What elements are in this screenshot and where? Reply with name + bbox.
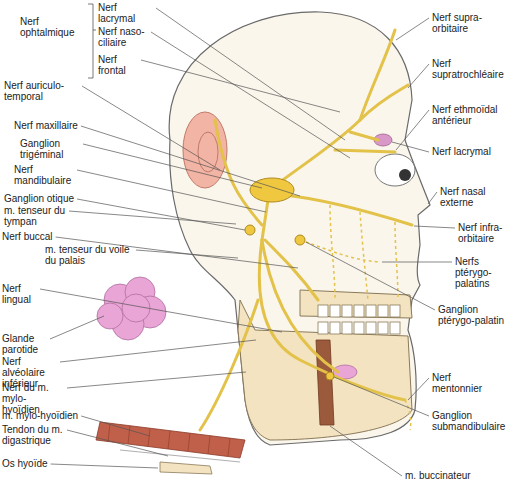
leader-line <box>67 430 168 456</box>
leader-line <box>408 378 429 400</box>
leader-line <box>414 226 455 228</box>
leader-line <box>306 242 435 310</box>
digastric-tendon-edge <box>120 450 240 462</box>
trigeminal-ganglion <box>250 178 294 202</box>
leader-line <box>51 464 158 468</box>
parotid-gland <box>97 277 166 340</box>
part-label: Nerf auriculo-temporal <box>4 80 79 102</box>
part-label: Nerf frontal <box>98 54 138 76</box>
part-label: Nerf buccal <box>2 231 53 242</box>
skull-outline <box>169 12 430 445</box>
hyoid-bone <box>160 462 212 474</box>
part-label: Ganglion submandibulaire <box>432 410 510 432</box>
part-label: Nerf mandibulaire <box>14 164 74 186</box>
leader-line <box>77 170 266 212</box>
part-label: Nerf ethmoïdal antérieur <box>432 104 502 126</box>
mandible <box>238 300 412 440</box>
leader-line <box>330 426 402 476</box>
part-label: Glande parotide <box>2 333 47 355</box>
otic-ganglion <box>245 225 255 235</box>
submandibular-ganglion <box>326 372 334 380</box>
leader-line <box>151 32 350 158</box>
leader-line <box>77 199 245 230</box>
leader-line <box>67 372 246 388</box>
leader-line <box>408 64 429 88</box>
buccinator-muscle <box>316 340 334 425</box>
part-label: Ganglion ptérygo-palatin <box>438 304 510 326</box>
bracket <box>88 4 96 78</box>
leader-line <box>141 60 340 112</box>
leader-line <box>81 416 150 436</box>
part-label: Ganglion otique <box>4 193 74 204</box>
leader-line <box>60 340 256 362</box>
part-label: Nerf lacrymal <box>98 2 153 24</box>
leader-line <box>40 289 282 332</box>
leader-line <box>156 8 345 140</box>
leader-line <box>136 250 238 258</box>
leader-line <box>334 377 429 416</box>
leader-line <box>428 192 437 204</box>
leader-line <box>392 142 429 152</box>
digastric-tendon <box>120 450 240 462</box>
leader-line <box>83 144 262 188</box>
part-label: m. buccinateur <box>405 470 471 481</box>
leader-line <box>50 316 104 339</box>
maxilla <box>300 290 412 318</box>
leader-line <box>81 126 300 196</box>
part-label: Nerf naso-ciliaire <box>98 26 148 48</box>
part-label: Nerf maxillaire <box>14 120 78 131</box>
eye <box>399 169 411 181</box>
leader-line <box>396 18 429 40</box>
pterygopalatine-ganglion <box>295 235 305 245</box>
part-label: Nerf mentonnier <box>432 372 492 394</box>
part-label: Nerf lingual <box>2 283 37 305</box>
part-label: m. tenseur du voile du palais <box>45 244 133 266</box>
leader-line <box>382 262 452 263</box>
part-label: Os hyoïde <box>2 458 48 469</box>
part-label: Nerf nasal externe <box>440 186 496 208</box>
leader-line <box>82 86 220 170</box>
part-label: m. tenseur du tympan <box>4 205 66 227</box>
part-label: Nerf ophtalmique <box>20 16 86 38</box>
part-label: Nerf infra-orbitaire <box>458 222 510 244</box>
part-label: Nerf supratrochléaire <box>432 58 510 80</box>
part-label: Tendon du m. digastrique <box>2 424 64 446</box>
part-label: Nerfs ptérygo-palatins <box>455 256 511 289</box>
teeth <box>318 305 400 334</box>
leader-line <box>69 211 236 224</box>
leader-line <box>396 110 429 150</box>
part-label: Nerf supra-orbitaire <box>432 12 502 34</box>
part-label: m. mylo-hyoïdien <box>2 410 78 421</box>
ear-helix <box>198 132 218 172</box>
orbit <box>375 154 415 186</box>
part-label: Nerf lacrymal <box>432 146 491 157</box>
dotted-branches <box>300 205 411 430</box>
trigeminal-nerves <box>200 30 412 430</box>
part-label: Ganglion trigéminal <box>20 138 80 160</box>
mylohyoid-muscle <box>96 422 245 458</box>
